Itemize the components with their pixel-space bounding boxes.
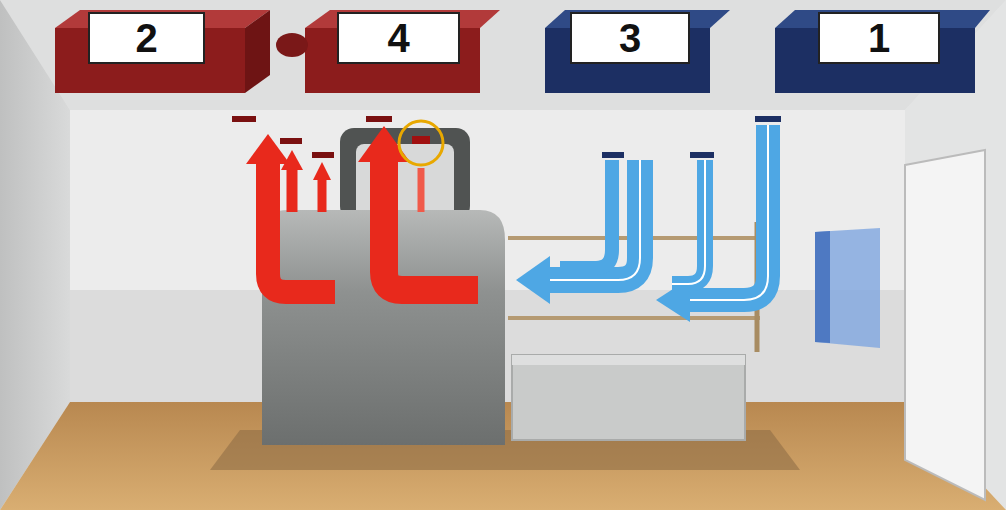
arrow-head [516, 256, 550, 304]
exhaust-arrow [384, 160, 478, 290]
gantry-hood [340, 128, 470, 220]
exhaust-arrow [287, 168, 298, 212]
ceiling [0, 0, 1006, 110]
callout-number: 4 [387, 18, 409, 58]
patient-table [512, 355, 745, 440]
exhaust-arrow [318, 178, 327, 212]
arrow-head [313, 162, 331, 180]
supply-vent [755, 116, 781, 122]
door [905, 150, 985, 500]
exhaust-arrow [268, 162, 335, 292]
exhaust-vent [280, 138, 302, 144]
supply-arrow [548, 160, 640, 280]
callout-box: 4 [337, 12, 460, 64]
arrow-head [281, 150, 303, 170]
callout-number: 2 [135, 18, 157, 58]
arrow-highlight [672, 160, 705, 284]
duct-outlet [276, 33, 308, 57]
arrow-highlight [548, 160, 640, 280]
supply-arrow [672, 160, 705, 284]
highlight-circle [399, 121, 443, 165]
exhaust-arrow [418, 168, 425, 212]
callout-box: 3 [570, 12, 690, 64]
exhaust-vent [312, 152, 334, 158]
exhaust-vent [366, 116, 392, 122]
callout-number: 3 [619, 18, 641, 58]
exhaust-unit-side [245, 10, 270, 93]
window [815, 228, 880, 348]
arrow-head [246, 134, 290, 164]
shelf-rail [508, 316, 760, 320]
supply-vent [602, 152, 624, 158]
exhaust-vent [232, 116, 256, 122]
table-top [512, 355, 745, 365]
callout-number: 1 [868, 18, 890, 58]
callout-box: 1 [818, 12, 940, 64]
callout-box: 2 [88, 12, 205, 64]
window-frame [815, 231, 830, 343]
supply-vent [690, 152, 714, 158]
supply-arrow [560, 160, 612, 268]
exhaust-vent [412, 136, 430, 144]
